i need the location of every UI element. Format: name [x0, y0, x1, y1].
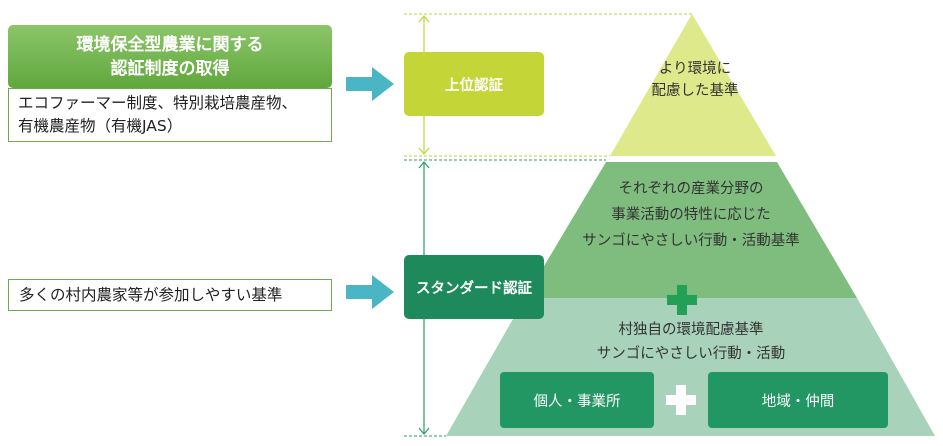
pyramid-bottom-line-2: サンゴにやさしい行動・活動	[596, 346, 786, 362]
pyramid-middle-text: それぞれの産業分野の 事業活動の特性に応じた サンゴにやさしい行動・活動基準	[540, 176, 842, 254]
pyramid-middle-line-2: 事業活動の特性に応じた	[611, 207, 771, 223]
pyramid-top-text: より環境に 配慮した基準	[612, 58, 778, 102]
pyramid-middle-tier	[525, 162, 857, 298]
upper-certification-label: 上位認証	[404, 52, 544, 116]
pyramid-top-line-1: より環境に	[658, 61, 732, 77]
community-peers-text: 地域・仲間	[761, 393, 835, 410]
certification-heading-box: 環境保全型農業に関する 認証制度の取得	[8, 25, 332, 88]
arrow-to-standard-icon	[346, 275, 394, 309]
pyramid-top-line-2: 配慮した基準	[651, 83, 739, 99]
arrow-to-upper-icon	[346, 67, 394, 101]
eco-line-2: 有機農産物（有機JAS）	[18, 117, 183, 135]
standard-certification-label: スタンダード認証	[404, 255, 544, 319]
standard-certification-text: スタンダード認証	[416, 280, 532, 297]
upper-certification-text: 上位認証	[445, 77, 503, 94]
heading-line-1: 環境保全型農業に関する	[76, 34, 264, 55]
plus-icon-small	[666, 385, 696, 415]
plus-icon	[667, 285, 697, 315]
heading-line-2: 認証制度の取得	[110, 58, 230, 79]
community-peers-box: 地域・仲間	[708, 372, 888, 428]
eco-line-1: エコファーマー制度、特別栽培農産物、	[18, 94, 298, 112]
pyramid-bottom-text: 村独自の環境配慮基準 サンゴにやさしい行動・活動	[520, 318, 862, 366]
pyramid-middle-line-1: それぞれの産業分野の	[618, 181, 764, 197]
pyramid-middle-line-3: サンゴにやさしい行動・活動基準	[582, 233, 800, 249]
eco-certification-list-box: エコファーマー制度、特別栽培農産物、 有機農産物（有機JAS）	[8, 88, 332, 142]
upper-range-arrow-icon	[418, 15, 430, 155]
village-standard-text: 多くの村内農家等が参加しやすい基準	[19, 286, 283, 304]
standard-range-arrow-icon	[418, 161, 430, 435]
pyramid-top-tier	[610, 14, 776, 156]
individual-business-text: 個人・事業所	[533, 393, 621, 410]
pyramid-bottom-line-1: 村独自の環境配慮基準	[618, 322, 764, 338]
village-standard-box: 多くの村内農家等が参加しやすい基準	[8, 279, 332, 311]
individual-business-box: 個人・事業所	[500, 372, 654, 428]
